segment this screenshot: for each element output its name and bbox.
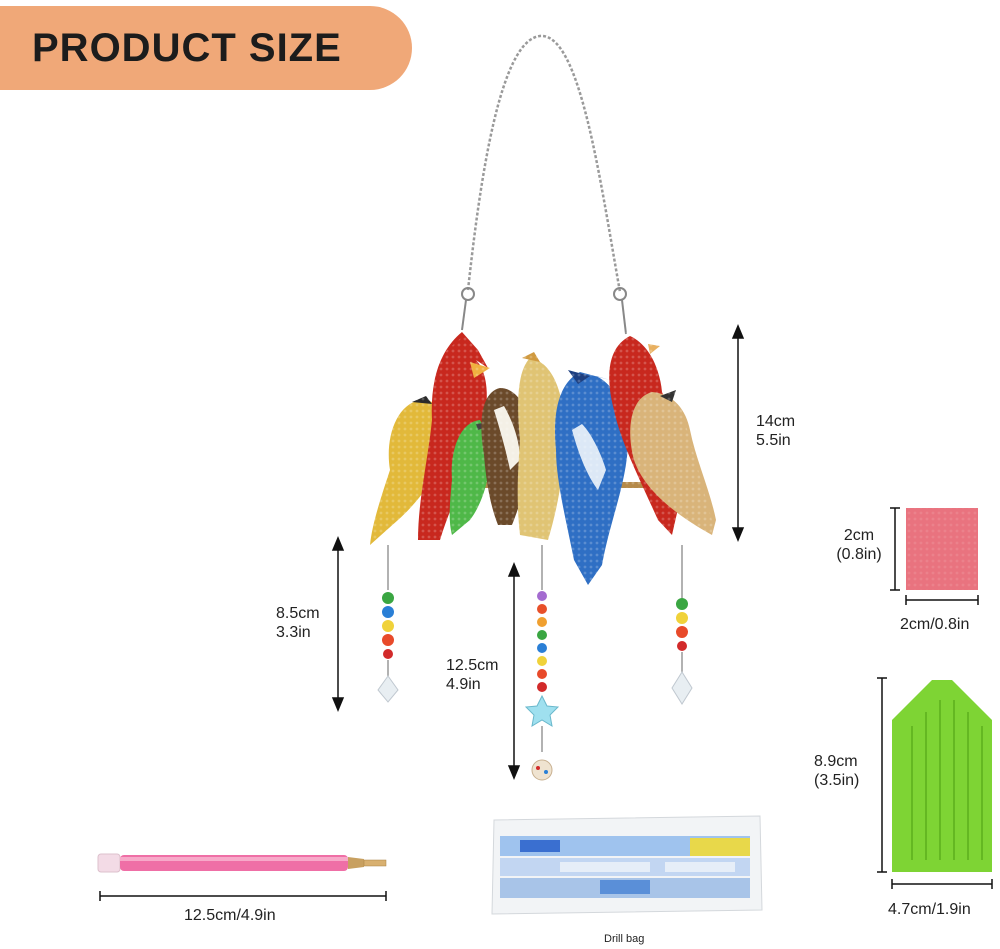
green-tray [892, 680, 992, 872]
tray-height-cm: 8.9cm [814, 753, 858, 770]
tray-height-label: 8.9cm (3.5in) [814, 752, 859, 790]
ornament-height-label: 14cm 5.5in [756, 412, 795, 450]
drill-pen [97, 853, 387, 873]
left-drop-in: 3.3in [276, 624, 311, 641]
center-bead-string [524, 545, 560, 781]
square-side-label: 2cm (0.8in) [828, 526, 890, 564]
tray-height-in: (3.5in) [814, 772, 860, 789]
title-banner [0, 6, 412, 90]
square-width-label: 2cm/0.8in [900, 616, 970, 633]
center-drop-cm: 12.5cm [446, 657, 499, 674]
pen-length-label: 12.5cm/4.9in [184, 907, 276, 924]
drill-bag [491, 815, 763, 915]
right-bead-string [671, 545, 693, 705]
tray-width-label: 4.7cm/1.9in [888, 901, 971, 918]
center-drop-label: 12.5cm 4.9in [446, 656, 498, 694]
left-bead-string [377, 545, 399, 703]
left-drop-label: 8.5cm 3.3in [276, 604, 320, 642]
ornament-height-in: 5.5in [756, 432, 791, 449]
birds-ornament [370, 330, 716, 585]
ornament-height-cm: 14cm [756, 413, 796, 430]
square-side-in: (0.8in) [836, 546, 882, 563]
square-side-cm: 2cm [843, 527, 875, 544]
center-drop-in: 4.9in [446, 676, 481, 693]
drill-bag-label: Drill bag [604, 933, 645, 945]
left-drop-cm: 8.5cm [276, 605, 320, 622]
banner-title: PRODUCT SIZE [32, 26, 342, 70]
hanging-chain [461, 34, 627, 335]
dimension-arrows [99, 324, 993, 901]
pink-square [906, 508, 978, 590]
